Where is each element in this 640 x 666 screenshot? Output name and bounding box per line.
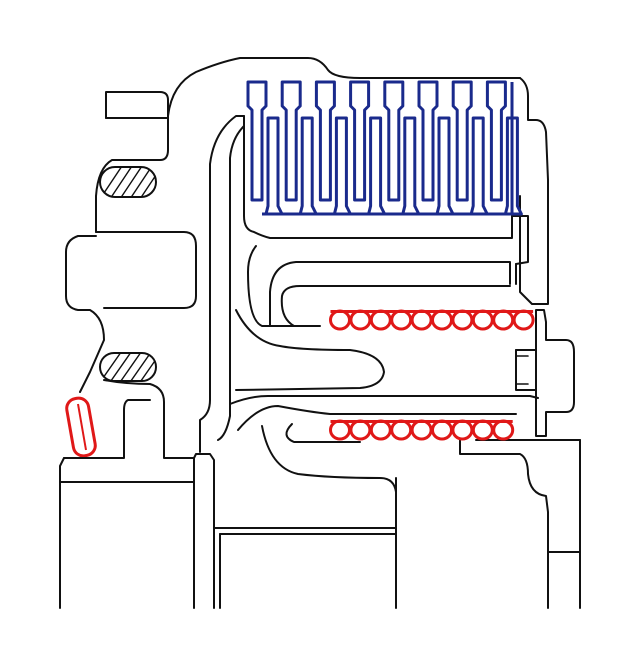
clutch-disc — [401, 116, 421, 216]
spring-coil — [471, 309, 494, 331]
seal-upper — [99, 166, 157, 198]
spring-coil — [410, 419, 433, 441]
spring-coil — [431, 309, 453, 331]
spring-coil — [329, 419, 351, 441]
spring-coil — [329, 309, 351, 331]
clutch-disc — [367, 116, 387, 216]
spring-coil — [369, 309, 392, 331]
clutch-plate — [485, 80, 507, 202]
snap-ring — [65, 396, 97, 458]
clutch-disc — [298, 116, 318, 216]
clutch-plate — [314, 80, 336, 202]
clutch-plate — [280, 80, 302, 202]
spring-coil — [431, 419, 453, 441]
left-housing — [65, 91, 197, 393]
return-spring-lower — [329, 419, 515, 441]
spring-coil — [349, 309, 372, 331]
spring-coil — [492, 419, 515, 441]
clutch-plate — [246, 80, 268, 202]
spring-coil — [471, 419, 494, 441]
spring-coil — [410, 309, 433, 331]
clutch-disc — [264, 116, 284, 216]
spring-coil — [390, 419, 413, 441]
spring-coil — [451, 419, 474, 441]
spring-coil — [349, 419, 372, 441]
clutch-pack-frame — [262, 82, 514, 216]
clutch-disc — [332, 116, 352, 216]
spring-coil — [451, 309, 474, 331]
return-spring-upper — [329, 309, 535, 331]
spring-coil — [512, 309, 535, 331]
clutch-disc — [503, 116, 523, 216]
clutch-plate — [451, 80, 473, 202]
spring-coil — [492, 309, 515, 331]
right-housing — [459, 77, 581, 609]
clutch-disc — [469, 116, 489, 216]
spring-coil — [369, 419, 392, 441]
clutch-plate-stack — [246, 80, 523, 216]
clutch-disc — [435, 116, 455, 216]
clutch-plate — [349, 80, 371, 202]
spring-coil — [390, 309, 413, 331]
clutch-plate — [383, 80, 405, 202]
clutch-plate — [417, 80, 439, 202]
central-drum — [167, 57, 539, 529]
lower-left-housing — [59, 379, 397, 609]
